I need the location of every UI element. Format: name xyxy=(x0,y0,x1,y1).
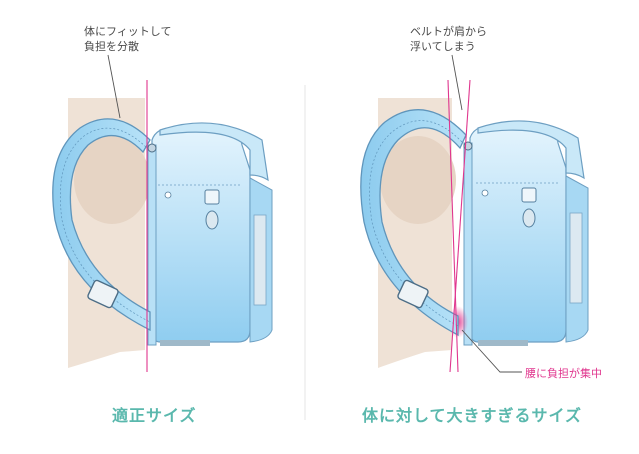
right-annotation-line1: ベルトが肩から xyxy=(410,25,487,38)
right-bag-lock xyxy=(522,208,536,228)
right-caption: 体に対して大きすぎるサイズ xyxy=(362,406,583,425)
right-guide-line-2 xyxy=(449,79,471,373)
left-bag-rivet xyxy=(164,191,172,199)
left-shoulder xyxy=(74,136,150,224)
right-bag-foot xyxy=(478,340,528,346)
left-strap-hook xyxy=(147,143,157,153)
waist-note: 腰に負担が集中 xyxy=(525,367,602,380)
right-leader-line xyxy=(451,54,463,111)
left-caption: 適正サイズ xyxy=(112,406,197,425)
left-figure xyxy=(52,54,273,372)
right-waist-leader xyxy=(461,329,522,373)
left-bag-foot xyxy=(160,340,210,346)
left-bag-clasp xyxy=(204,189,220,205)
right-bag-body xyxy=(469,125,567,343)
right-bag-rivet xyxy=(481,189,489,197)
left-annotation: 体にフィットして 負担を分散 xyxy=(84,24,171,54)
left-bag-flap xyxy=(159,122,269,182)
right-figure xyxy=(360,54,589,373)
right-annotation-line2: 浮いてしまう xyxy=(410,40,476,53)
left-leader-line xyxy=(107,54,121,119)
right-bag-flap xyxy=(477,120,585,180)
right-annotation: ベルトが肩から 浮いてしまう xyxy=(410,24,487,54)
left-strap-buckle xyxy=(87,279,119,309)
left-bag-lock xyxy=(205,210,219,230)
right-shoulder xyxy=(380,136,456,224)
left-annotation-line1: 体にフィットして xyxy=(84,25,172,38)
right-guide-line-1 xyxy=(447,79,459,373)
left-annotation-line2: 負担を分散 xyxy=(84,40,139,53)
right-bag-clasp xyxy=(521,187,537,203)
right-bag-window xyxy=(569,212,583,304)
right-strap-buckle xyxy=(397,279,429,309)
left-bag-body xyxy=(151,127,251,343)
left-bag-window xyxy=(253,214,267,306)
right-strap-stitch xyxy=(369,120,463,327)
